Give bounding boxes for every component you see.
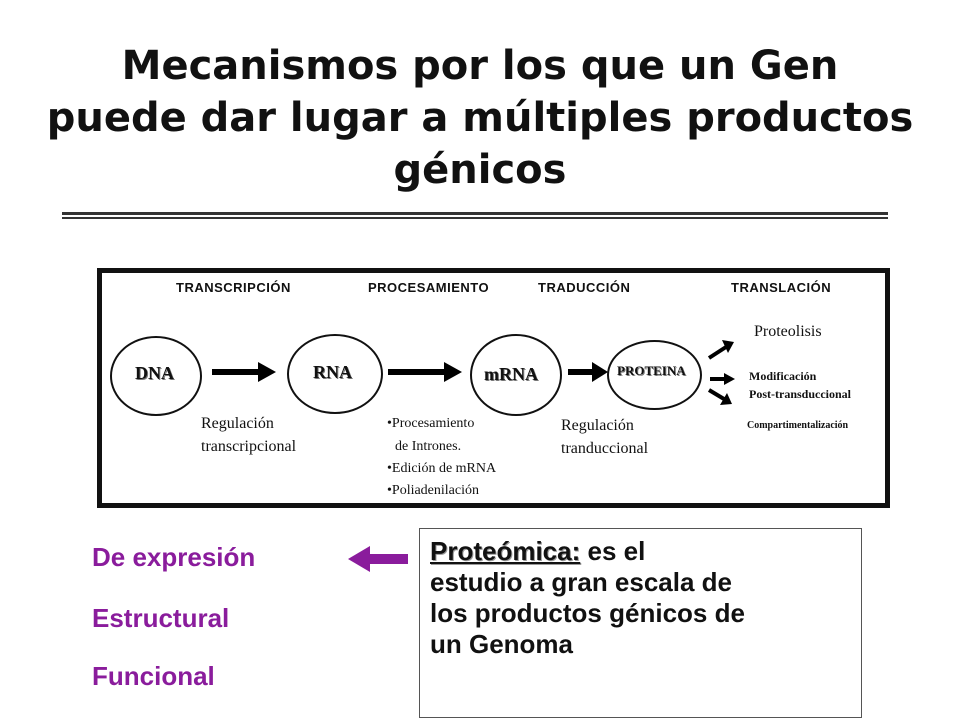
definition-line-3: los productos génicos de [430, 598, 745, 628]
regulacion-transcripcional-line1: Regulación [201, 415, 274, 432]
title-line-3: génicos [393, 147, 567, 193]
category-funcional: Funcional [92, 661, 215, 691]
arrow-to-proteolisis [707, 340, 734, 360]
node-dna [110, 336, 202, 416]
diagram-frame [97, 268, 890, 508]
arrow-mrna-proteina [568, 362, 608, 382]
procesamiento-item-2: •Edición de mRNA [387, 461, 497, 476]
arrow-dna-rna [212, 362, 276, 382]
definition-line-1-rest: es el [580, 536, 646, 566]
stage-traduccion: TRADUCCIÓN [538, 280, 631, 295]
arrow-rna-mrna [388, 362, 462, 382]
stage-translacion: TRANSLACIÓN [731, 280, 832, 295]
definition-line-1: Proteómica: es el [430, 536, 745, 567]
node-mrna [470, 334, 562, 416]
node-rna [287, 334, 383, 414]
outcome-modificacion-line2: Post-transduccional [749, 387, 851, 401]
arrow-to-modificacion [710, 373, 735, 385]
node-dna-label: DNA [135, 363, 174, 383]
outcome-modificacion-line1: Modificación [749, 369, 817, 383]
purple-arrow-left [348, 546, 408, 572]
title-line-1: Mecanismos por los que un Gen [121, 43, 839, 89]
procesamiento-item-1: •Procesamiento [387, 416, 475, 431]
node-mrna-label: mRNA [484, 364, 538, 384]
regulacion-traduccional-line1: Regulación [561, 417, 634, 434]
arrow-to-compartimentalizacion [707, 388, 732, 405]
slide-title: Mecanismos por los que un Gen puede dar … [0, 40, 960, 196]
category-estructural: Estructural [92, 603, 230, 633]
title-line-2: puede dar lugar a múltiples productos [46, 95, 914, 141]
procesamiento-item-3: •Poliadenilación [387, 483, 479, 498]
outcome-proteolisis: Proteolisis [754, 323, 822, 340]
procesamiento-item-1-cont: de Intrones. [395, 439, 462, 454]
stage-procesamiento: PROCESAMIENTO [368, 280, 490, 295]
definition-box [419, 528, 862, 718]
node-proteina-label: PROTEINA [617, 363, 686, 378]
regulacion-transcripcional-line2: transcripcional [201, 438, 297, 455]
category-expresion: De expresión [92, 542, 256, 572]
node-proteina [607, 340, 702, 410]
definition-line-2: estudio a gran escala de [430, 567, 733, 597]
definition-text: Proteómica: es el estudio a gran escala … [430, 536, 745, 660]
title-divider-thin [62, 217, 888, 219]
definition-line-4: un Genoma [430, 629, 574, 659]
definition-term: Proteómica: [430, 536, 581, 566]
outcome-compartimentalizacion: Compartimentalización [747, 420, 849, 431]
title-divider-thick [62, 212, 888, 215]
stage-transcripcion: TRANSCRIPCIÓN [176, 280, 291, 295]
node-rna-label: RNA [313, 362, 352, 382]
regulacion-traduccional-line2: tranduccional [561, 440, 649, 457]
